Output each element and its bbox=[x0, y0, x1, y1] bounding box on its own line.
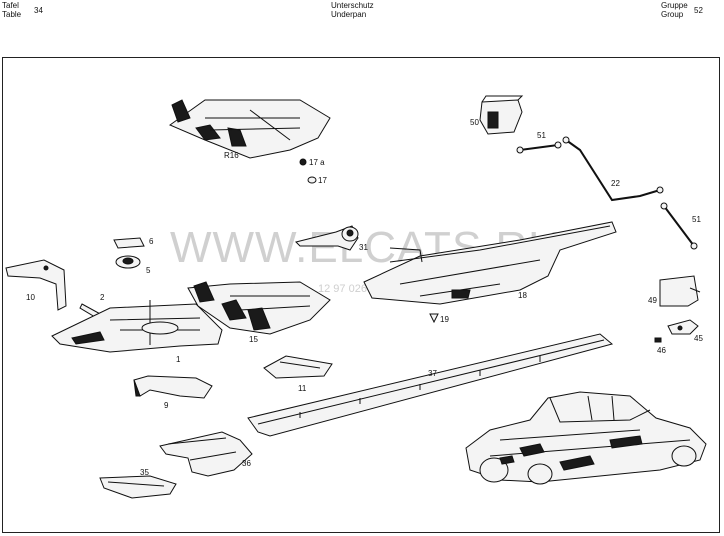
part-51-rod-lower bbox=[660, 202, 698, 250]
part-37-long-sill-panel bbox=[247, 333, 614, 437]
label-51-upper: 51 bbox=[537, 131, 546, 140]
label-10: 10 bbox=[26, 293, 35, 302]
label-1: 1 bbox=[176, 355, 181, 364]
label-36: 36 bbox=[242, 459, 251, 468]
label-r16: R16 bbox=[224, 151, 239, 160]
part-9-cover bbox=[133, 375, 213, 399]
label-22: 22 bbox=[611, 179, 620, 188]
car-reference-illustration bbox=[465, 391, 707, 485]
part-45-bracket bbox=[667, 319, 699, 335]
label-5: 5 bbox=[146, 266, 151, 275]
part-1-front-underpan bbox=[51, 300, 223, 353]
table-label: Tafel Table bbox=[2, 1, 21, 19]
part-19-clip bbox=[429, 313, 439, 324]
label-18: 18 bbox=[518, 291, 527, 300]
label-11: 11 bbox=[298, 384, 307, 393]
watermark-code: 12 97 026 bbox=[318, 283, 367, 295]
label-37: 37 bbox=[428, 369, 437, 378]
label-15: 15 bbox=[249, 335, 258, 344]
part-18-underbody-frame bbox=[363, 221, 617, 305]
table-label-en: Table bbox=[2, 10, 22, 19]
part-5-grommet bbox=[115, 255, 141, 269]
table-label-de: Tafel bbox=[2, 1, 19, 10]
part-31-mount bbox=[295, 225, 359, 251]
section-title-en: Underpan bbox=[331, 10, 367, 19]
group-label-en: Group bbox=[661, 10, 684, 19]
label-17: 17 bbox=[318, 176, 327, 185]
label-2: 2 bbox=[100, 293, 105, 302]
label-9: 9 bbox=[164, 401, 169, 410]
label-19: 19 bbox=[440, 315, 449, 324]
group-label: Gruppe Group bbox=[661, 1, 688, 19]
part-r16-underpan-panel bbox=[168, 99, 331, 159]
part-6-plate bbox=[113, 237, 145, 249]
diagram-frame bbox=[2, 57, 720, 533]
part-11-cover bbox=[263, 355, 333, 379]
label-6: 6 bbox=[149, 237, 154, 246]
part-36-panel bbox=[159, 431, 253, 477]
part-50-bracket bbox=[479, 95, 524, 135]
part-15-underpan-panel bbox=[187, 281, 331, 335]
table-label-en-row: Table bbox=[2, 10, 21, 19]
part-22-stay-rod bbox=[562, 136, 664, 202]
part-51-rod-upper bbox=[516, 141, 562, 154]
label-31: 31 bbox=[359, 243, 368, 252]
label-35: 35 bbox=[140, 468, 149, 477]
label-51-lower: 51 bbox=[692, 215, 701, 224]
group-number: 52 bbox=[694, 6, 703, 15]
part-35-panel bbox=[99, 475, 177, 499]
part-17-clip bbox=[307, 176, 317, 184]
group-label-de: Gruppe bbox=[661, 1, 688, 10]
label-45: 45 bbox=[694, 334, 703, 343]
label-50: 50 bbox=[470, 118, 479, 127]
part-10-bracket bbox=[5, 259, 67, 311]
part-17a-grommet bbox=[299, 158, 307, 166]
table-number: 34 bbox=[34, 6, 43, 15]
label-49: 49 bbox=[648, 296, 657, 305]
label-17a: 17 a bbox=[309, 158, 325, 167]
part-46-nut bbox=[654, 337, 662, 343]
part-49-bracket bbox=[659, 275, 701, 307]
section-title: Unterschutz Underpan bbox=[331, 1, 374, 19]
section-title-de: Unterschutz bbox=[331, 1, 374, 10]
label-46: 46 bbox=[657, 346, 666, 355]
